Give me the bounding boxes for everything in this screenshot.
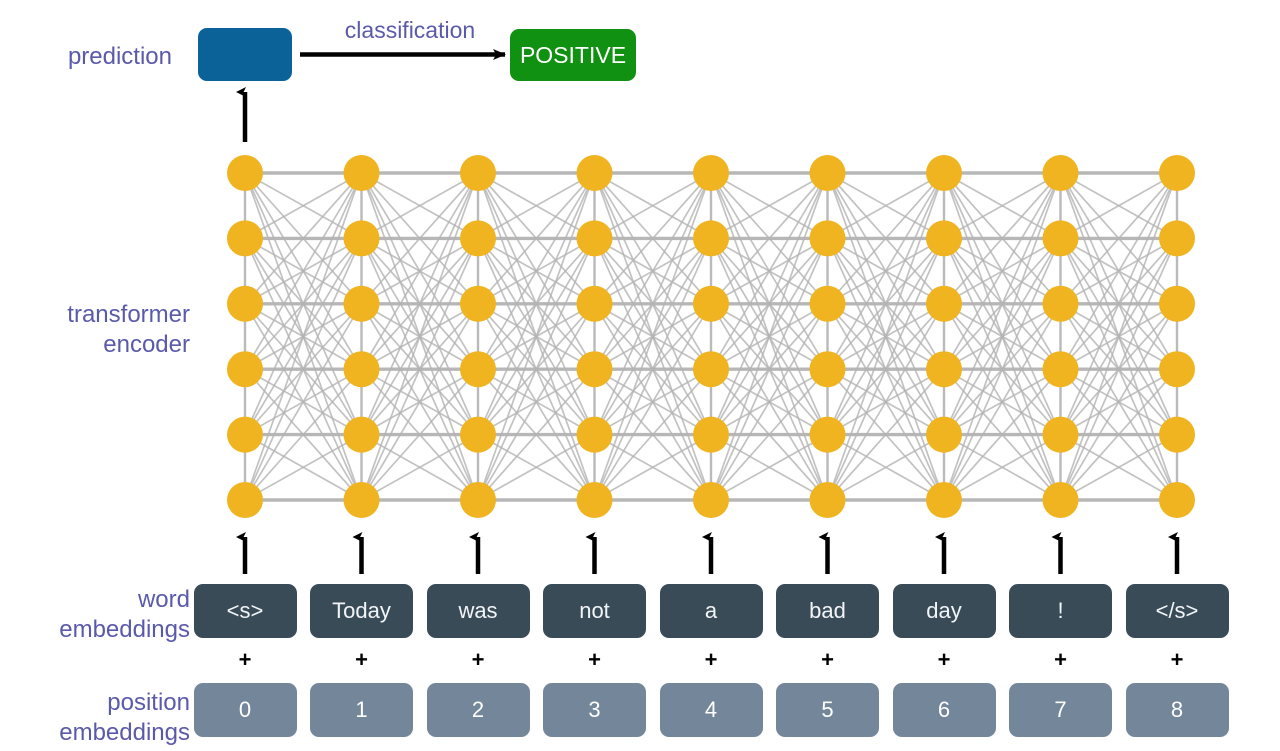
position-embedding-box[interactable]: 1 (310, 683, 413, 737)
position-embedding-box[interactable]: 5 (776, 683, 879, 737)
input-arrows (236, 532, 1180, 574)
word-embedding-box[interactable]: bad (776, 584, 879, 638)
position-embedding-box[interactable]: 6 (892, 683, 996, 737)
label-classification: classification (344, 17, 476, 43)
label-word-embeddings: word embeddings (59, 586, 190, 643)
plus-icon: + (471, 647, 485, 672)
sentiment-output-badge: POSITIVE (510, 29, 636, 81)
plus-icon: + (355, 647, 368, 672)
word-embedding-box[interactable]: day (892, 584, 996, 638)
encoder-edges (243, 171, 1179, 502)
position-embedding-box[interactable]: 7 (1009, 683, 1112, 737)
word-embedding-box[interactable]: Today (310, 584, 413, 638)
position-embedding-box[interactable]: 0 (193, 683, 297, 737)
word-embedding-box[interactable]: </s> (1125, 584, 1229, 638)
plus-icon: + (238, 647, 252, 672)
plus-icon: + (588, 647, 601, 672)
prediction-vector-box (198, 28, 292, 81)
label-position-embeddings: position embeddings (59, 689, 190, 746)
word-embedding-box[interactable]: a (659, 584, 763, 638)
word-embedding-box[interactable]: ! (1009, 584, 1112, 638)
word-embedding-box[interactable]: not (543, 584, 646, 638)
plus-icon: + (1054, 647, 1067, 672)
word-embedding-box[interactable]: was (426, 584, 530, 638)
plus-icon: + (821, 647, 834, 672)
position-embedding-box[interactable]: 2 (426, 683, 530, 737)
position-embedding-box[interactable]: 3 (543, 683, 646, 737)
encoder-nodes (227, 155, 1195, 518)
label-transformer-encoder: transformer encoder (67, 301, 190, 358)
plus-icon: + (704, 647, 718, 672)
position-embedding-box[interactable]: 4 (659, 683, 763, 737)
word-embedding-box[interactable]: <s> (193, 584, 297, 638)
plus-icon: + (1170, 647, 1184, 672)
position-embedding-box[interactable]: 8 (1125, 683, 1229, 737)
plus-icon: + (937, 647, 951, 672)
label-prediction: prediction (67, 43, 172, 70)
